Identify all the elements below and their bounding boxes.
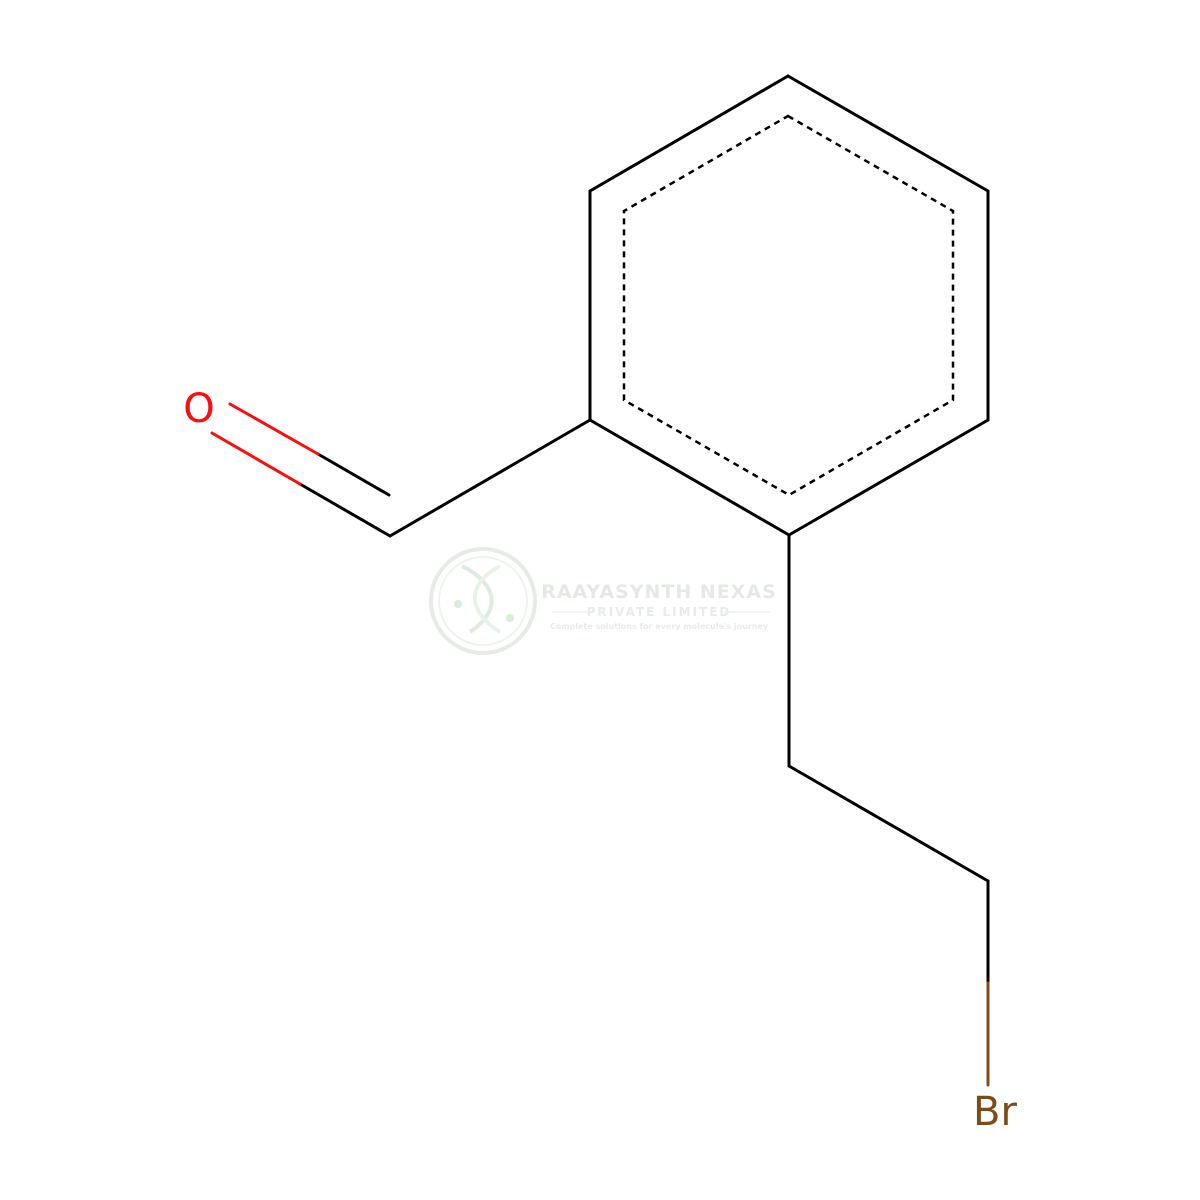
watermark-logo-icon <box>429 547 537 655</box>
carbonyl-bond-inner-black <box>316 452 391 497</box>
oxygen-atom-label: O <box>183 386 214 432</box>
bromine-atom-label: Br <box>973 1089 1017 1135</box>
ring-to-carbonyl-bond <box>388 418 592 538</box>
ring-bond-4 <box>588 418 791 537</box>
ring-bond-3 <box>787 418 990 537</box>
watermark-company: RAAYASYNTH NEXAS <box>541 581 777 603</box>
carbonyl-bond-inner-red <box>228 402 320 456</box>
watermark: RAAYASYNTH NEXAS PRIVATE LIMITED Complet… <box>429 547 777 655</box>
carbonyl-bond-outer-red <box>210 431 302 486</box>
ring-bond-6 <box>588 74 790 193</box>
watermark-tagline: Complete solutions for every molecule's … <box>550 622 769 631</box>
watermark-subtitle: PRIVATE LIMITED <box>587 605 732 619</box>
carbonyl-bond-outer-black <box>298 482 392 538</box>
benzene-ring <box>588 74 990 537</box>
ch2-ch2-bond <box>787 764 990 883</box>
aldehyde-group: O <box>183 386 592 538</box>
bromoethyl-chain: Br <box>787 533 1017 1135</box>
ring-bond-1 <box>786 74 990 193</box>
aromatic-inner-ring <box>622 114 955 497</box>
